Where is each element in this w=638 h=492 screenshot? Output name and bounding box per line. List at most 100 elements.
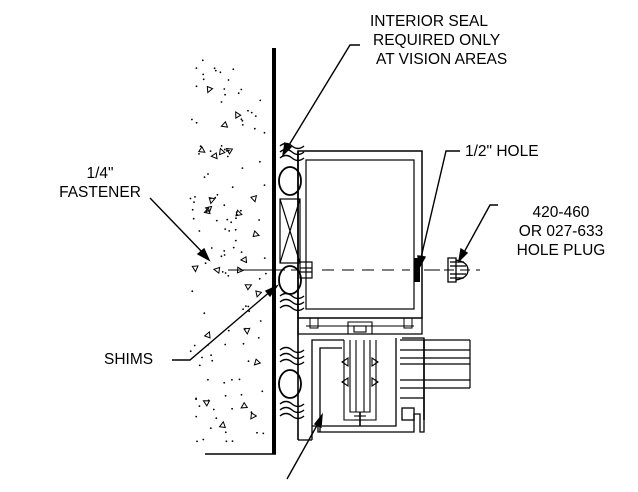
aggregate-triangle — [251, 230, 261, 240]
aggregate-dot — [201, 356, 203, 359]
leader-shims-arrow — [264, 284, 280, 298]
label-hole-plug-line-3: HOLE PLUG — [516, 242, 606, 259]
aggregate-dot — [223, 250, 226, 252]
aggregate-dot — [203, 176, 206, 179]
aggregate-dot — [228, 149, 230, 152]
aggregate-dot — [257, 337, 260, 339]
aggregate-dot — [258, 219, 260, 221]
aggregate-dot — [231, 186, 234, 189]
aggregate-dot — [263, 184, 266, 187]
aggregate-dot — [195, 415, 198, 418]
aggregate-dot — [258, 277, 261, 280]
label-interior-seal-line-2: REQUIRED ONLY — [373, 32, 501, 49]
shim-stack — [279, 198, 301, 264]
aggregate-dot — [261, 390, 264, 393]
aggregate-dot — [245, 305, 247, 307]
aggregate-dot — [198, 230, 201, 232]
aggregate-dot — [214, 69, 217, 72]
aggregate-dot — [193, 344, 196, 347]
aggregate-triangle — [242, 326, 251, 335]
aggregate-dot — [214, 196, 217, 199]
aggregate-dot — [209, 150, 212, 153]
aggregate-triangle — [251, 357, 261, 367]
aggregate-dot — [241, 119, 244, 122]
aggregate-dot — [195, 398, 197, 401]
aggregate-dot — [207, 378, 209, 381]
aggregate-dot — [220, 255, 223, 258]
aggregate-dot — [242, 308, 245, 310]
aggregate-dot — [240, 251, 243, 254]
aggregate-dot — [226, 155, 229, 158]
aggregate-dot — [240, 393, 243, 396]
aggregate-dot — [234, 228, 237, 231]
aggregate-dot — [213, 67, 216, 70]
aggregate-dot — [202, 78, 205, 81]
aggregate-dot — [259, 160, 261, 163]
aggregate-triangle — [204, 84, 214, 94]
aggregate-dot — [224, 343, 227, 346]
label-shims: SHIMS — [104, 351, 154, 368]
aggregate-dot — [198, 364, 201, 367]
label-fastener: 1/4" FASTENER — [50, 164, 150, 202]
aggregate-dot — [220, 145, 223, 147]
aggregate-dot — [224, 394, 227, 397]
aggregate-dot — [198, 153, 200, 155]
aggregate-dot — [241, 167, 244, 170]
aggregate-dot — [230, 221, 233, 224]
hole-plug — [447, 257, 469, 283]
aggregate-dot — [254, 115, 257, 117]
label-fastener-line-2: FASTENER — [59, 184, 141, 201]
aggregate-dot — [247, 305, 250, 308]
aggregate-dot — [223, 148, 226, 151]
aggregate-dot — [215, 219, 218, 222]
aggregate-dot — [212, 408, 215, 411]
aggregate-dot — [224, 431, 227, 434]
aggregate-dot — [247, 109, 249, 112]
label-interior-seal-line-3: AT VISION AREAS — [376, 51, 508, 68]
aggregate-dot — [223, 204, 226, 207]
aggregate-dot — [202, 73, 205, 76]
aggregate-dot — [195, 121, 198, 124]
aggregate-dot — [250, 111, 253, 114]
aggregate-dot — [224, 93, 227, 96]
aggregate-dot — [241, 124, 244, 126]
aggregate-dot — [198, 405, 201, 407]
aggregate-dot — [248, 310, 251, 313]
aggregate-dot — [263, 257, 266, 259]
aggregate-dot — [189, 197, 192, 200]
aggregate-dot — [224, 228, 227, 231]
leader-interior-seal — [285, 44, 360, 151]
aggregate-dot — [195, 85, 198, 88]
aggregate-dot — [259, 99, 262, 102]
aggregate-dot — [221, 271, 224, 273]
aggregate-dot — [219, 71, 222, 74]
backer-rods — [278, 166, 302, 399]
aggregate-dot — [215, 417, 218, 420]
aggregate-dot — [242, 342, 245, 345]
aggregate-dot — [238, 378, 241, 381]
aggregate-dot — [228, 230, 231, 232]
aggregate-dot — [194, 196, 196, 198]
aggregate-dot — [189, 350, 192, 353]
aggregate-dot — [227, 275, 230, 277]
aggregate-dot — [224, 272, 227, 274]
aggregate-dot — [191, 118, 193, 121]
leader-fastener — [149, 197, 205, 255]
aggregate-dot — [204, 262, 207, 265]
aggregate-triangle — [220, 121, 228, 129]
aggregate-triangle — [247, 411, 257, 421]
label-hole-plug-line-2: OR 027-633 — [518, 223, 604, 240]
aggregate-triangle — [253, 289, 262, 299]
aggregate-dot — [211, 359, 214, 362]
aggregate-dot — [223, 381, 226, 384]
leader-hole-plug-arrow — [457, 247, 469, 264]
aggregate-dot — [240, 209, 242, 212]
aggregate-dot — [232, 246, 235, 249]
aggregate-dot — [235, 217, 237, 220]
aggregate-dot — [265, 272, 267, 275]
aggregate-triangle — [233, 110, 242, 119]
leader-shims — [172, 289, 273, 361]
aggregate-dot — [227, 329, 230, 332]
